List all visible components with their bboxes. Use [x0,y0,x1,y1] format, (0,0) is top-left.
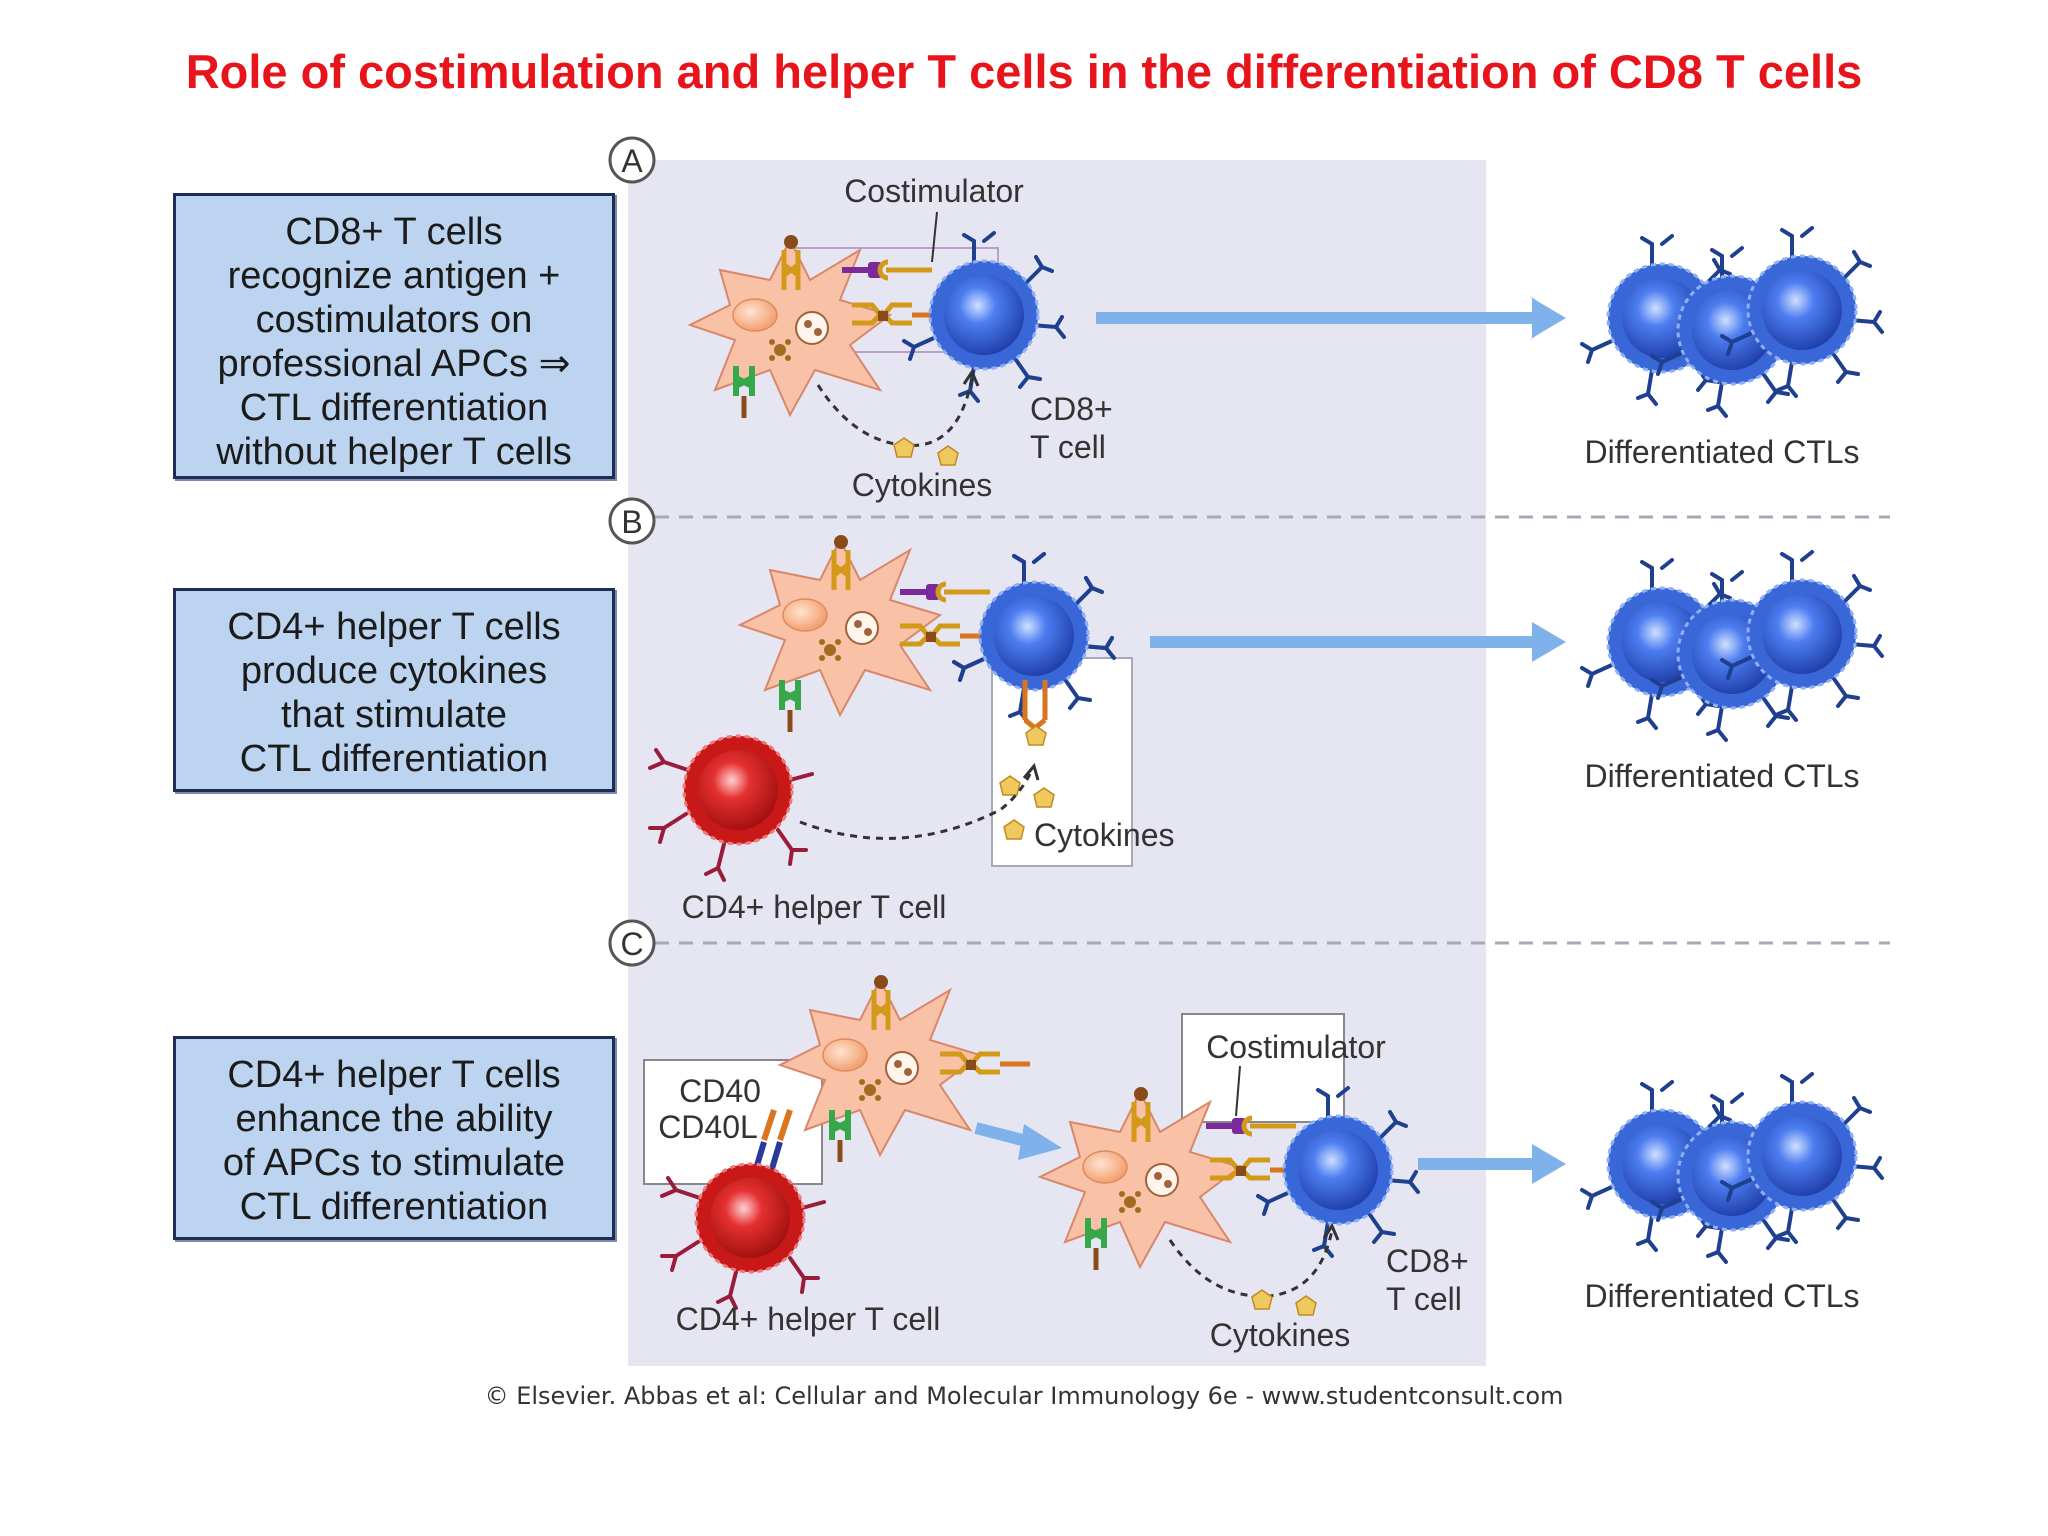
panel-a-description: CD8+ T cells recognize antigen + costimu… [173,193,615,479]
panel-a-result-label: Differentiated CTLs [1584,434,1859,470]
panel-c-result-label: Differentiated CTLs [1584,1278,1859,1314]
panel-b-cytokines-label: Cytokines [1034,817,1175,853]
panel-c-cd40-label: CD40 [679,1073,761,1109]
panel-c-helper-label: CD4+ helper T cell [676,1301,941,1337]
panel-c-cytokine-path [1168,1229,1334,1298]
panel-c-marker: C [608,919,656,967]
panel-a-desc-line: without helper T cells [216,431,572,473]
panel-a-costimulator-label: Costimulator [844,173,1024,209]
panel-b-marker: B [608,497,656,545]
slide-title: Role of costimulation and helper T cells… [185,45,1863,98]
panel-c-description: CD4+ helper T cells enhance the ability … [173,1036,615,1240]
source-credit: © Elsevier. Abbas et al: Cellular and Mo… [484,1382,1564,1410]
panel-c-cd40l-label: CD40L [658,1109,758,1145]
panel-a-desc-line: professional APCs ⇒ [217,343,571,385]
panel-c-mid-arrow [974,1122,1062,1160]
panel-c-ctl-group [1582,1074,1882,1262]
panel-c-arrow [1418,1144,1566,1184]
panel-c-costimulator-pointer [1235,1065,1241,1117]
panel-b-helper-label: CD4+ helper T cell [682,889,947,925]
panel-c-cytokine-arrowhead [1322,1222,1340,1241]
panel-b-desc-line: CTL differentiation [239,738,549,780]
panel-b-cytokine-path [799,769,1034,840]
panel-c-cd8-label-2: T cell [1386,1281,1462,1317]
panel-c-desc-line: enhance the ability [235,1098,553,1140]
panel-a-cytokine-path [816,377,974,447]
panel-c-cytokine [1251,1289,1273,1310]
panel-c-helper-cell [660,1162,826,1310]
panel-b-letter: B [621,504,642,540]
panel-b-mhc [782,680,798,732]
panel-a-cd8-label-2: T cell [1030,429,1106,465]
panel-b-result-label: Differentiated CTLs [1584,758,1859,794]
panel-a-desc-line: CD8+ T cells [285,211,503,253]
panel-a-cd8-label-1: CD8+ [1030,391,1113,427]
panel-a-desc-line: CTL differentiation [239,387,549,429]
panel-b-desc-line: CD4+ helper T cells [227,606,561,648]
panel-c-desc-line: CD4+ helper T cells [227,1054,561,1096]
panel-a-cytokine [893,437,915,458]
panel-a-cytokines-label: Cytokines [852,467,993,503]
panel-c-cytokine [1295,1295,1317,1316]
panel-a-costimulator [842,262,932,278]
panel-b-arrow [1150,622,1566,662]
panel-c-cytokines-label: Cytokines [1210,1317,1351,1353]
panel-c-desc-line: of APCs to stimulate [222,1142,566,1184]
panel-b-desc-line: produce cytokines [240,650,548,692]
panel-c-cd8-label-1: CD8+ [1386,1243,1469,1279]
panel-a-desc-line: recognize antigen + [227,255,561,297]
panel-b-cytokine-arrowhead [1022,762,1040,781]
panel-a-cytokine-arrowhead [962,368,980,387]
panel-b-desc-line: that stimulate [281,694,507,736]
panel-a-cytokine [937,445,959,466]
panel-b-helper-cell [648,734,814,882]
panel-a-marker: A [608,136,656,184]
panel-c-apc-left [780,975,980,1155]
panel-a-letter: A [621,143,643,179]
panel-c-costimulator-label: Costimulator [1206,1029,1386,1065]
panel-c-desc-line: CTL differentiation [239,1186,549,1228]
panel-b-costimulator [900,584,990,600]
panel-b-description: CD4+ helper T cells produce cytokines th… [173,588,615,792]
panel-a-desc-line: costimulators on [255,299,533,341]
panel-b-ctl-group [1582,552,1882,740]
panel-c-letter: C [620,926,643,962]
panel-c-cd40-box [643,1059,823,1185]
panel-a-costimulator-pointer [931,211,938,263]
panel-a-arrow [1096,296,1566,340]
panel-a-ctl-group [1582,228,1882,416]
